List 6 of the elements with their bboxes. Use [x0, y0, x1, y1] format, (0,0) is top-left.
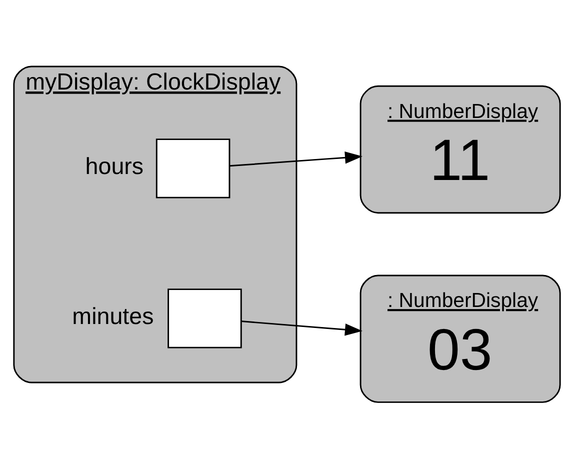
node-box: : NumberDisplay 11 [360, 85, 561, 214]
node-box: : NumberDisplay 03 [360, 274, 561, 403]
arrow [230, 152, 362, 167]
arrow [241, 320, 362, 336]
node-label: hours [85, 152, 144, 179]
node-label: minutes [72, 302, 154, 329]
